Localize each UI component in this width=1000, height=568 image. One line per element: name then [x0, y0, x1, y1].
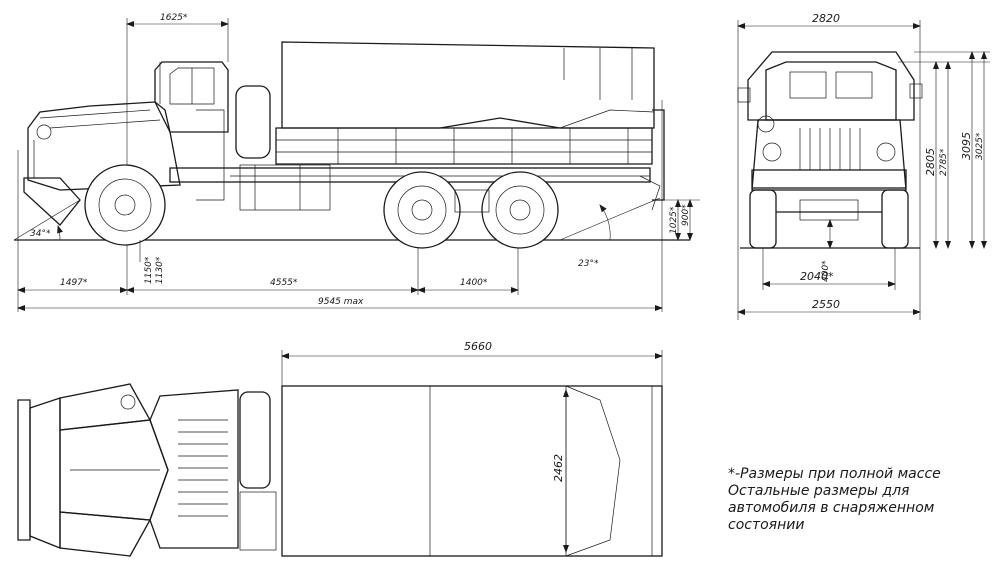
dim-bogie: 1400*	[460, 278, 488, 288]
top-fender-right	[59, 511, 152, 557]
front-bumper-view	[751, 169, 907, 189]
front-grille	[751, 119, 907, 191]
side-view: 34°* 23°* 1625* 1497* 4555* 1400* 9545 m…	[13, 13, 700, 312]
dim-height-2805: 2805	[924, 148, 937, 176]
dim-front-overhang: 1497*	[60, 278, 88, 288]
dim-900: 900*	[681, 204, 691, 226]
windshield-right	[835, 71, 873, 99]
bogie-suspension	[454, 189, 490, 213]
tarpaulin	[281, 41, 655, 129]
top-tank	[239, 491, 277, 551]
note-line-3: автомобиля в снаряженном	[728, 500, 935, 516]
cargo-body	[275, 41, 665, 211]
dim-height-3025: 3025*	[975, 132, 985, 160]
dim-body-length: 5660	[464, 340, 492, 353]
cab	[154, 61, 229, 201]
dim-track-width: 2040*	[800, 270, 834, 283]
top-cab-roof	[149, 389, 239, 549]
top-bumper	[17, 399, 31, 541]
dim-height-2785: 2785*	[939, 148, 949, 176]
dim-1150: 1150*	[144, 256, 154, 284]
dim-clearance: 400*	[821, 260, 831, 282]
note-line-4: состоянии	[728, 517, 805, 533]
front-bumper	[23, 177, 81, 226]
windshield-left	[789, 71, 827, 99]
headlight-right-icon	[876, 142, 896, 162]
front-wheel-left	[749, 189, 777, 249]
spare-wheel	[235, 85, 271, 159]
headlight-left-icon	[762, 142, 782, 162]
front-tarp	[747, 51, 915, 121]
dim-height-3095: 3095	[960, 132, 973, 160]
front-cab	[765, 61, 897, 121]
winch-drum-icon	[757, 115, 775, 133]
front-wheel	[84, 164, 166, 246]
top-cargo-body	[281, 385, 663, 557]
dim-overall-length: 9545 max	[318, 297, 364, 307]
mirror-left-icon	[737, 87, 751, 103]
top-view: 5660 2462	[17, 340, 663, 557]
front-wheel-right	[881, 189, 909, 249]
dim-width-bottom: 2550	[812, 298, 840, 311]
approach-angle-label: 34°*	[30, 229, 51, 239]
dim-wheelbase: 4555*	[270, 278, 298, 288]
notes-block: *-Размеры при полной массе Остальные раз…	[728, 466, 988, 534]
front-view: 2820 2040*	[737, 12, 990, 320]
top-spare-wheel	[239, 391, 271, 489]
mirror-right-icon	[909, 83, 923, 99]
rear-wheel-1	[383, 171, 461, 249]
emblem-icon	[36, 124, 52, 140]
dim-cab-offset: 1625*	[160, 13, 188, 23]
departure-angle-label: 23°*	[578, 259, 599, 269]
hood	[27, 101, 181, 191]
dim-1025: 1025*	[669, 206, 679, 234]
dim-1130: 1130*	[155, 256, 165, 284]
rear-wheel-2	[481, 171, 559, 249]
note-line-1: *-Размеры при полной массе	[728, 466, 941, 482]
dim-body-width: 2462	[552, 454, 565, 482]
differential	[799, 199, 859, 221]
dim-width-top: 2820	[812, 12, 840, 25]
note-line-2: Остальные размеры для	[728, 483, 910, 499]
top-fender-left	[59, 383, 152, 431]
fuel-tank	[239, 164, 331, 211]
